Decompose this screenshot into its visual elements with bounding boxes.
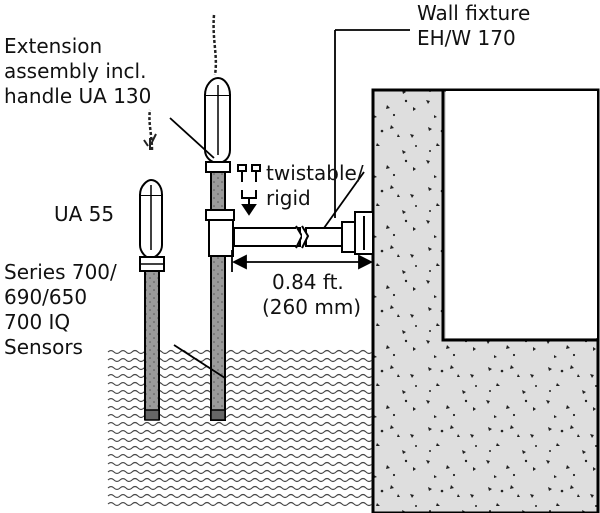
- water-wave-line: [107, 429, 373, 435]
- water-wave-line: [107, 461, 373, 467]
- water-wave-line: [107, 445, 373, 451]
- sensors-label: Series 700/ 690/650 700 IQ Sensors: [4, 260, 123, 359]
- water-wave-line: [107, 421, 373, 427]
- extension-assembly-label: Extension assembly incl. handle UA 130: [4, 34, 153, 108]
- screw-icon: [237, 164, 261, 216]
- dimension-label: 0.84 ft. (260 mm): [262, 270, 361, 319]
- water-wave-line: [107, 469, 373, 475]
- water-wave-line: [107, 453, 373, 459]
- twistable-rigid-label: twistable/ rigid: [266, 161, 370, 210]
- ua55-label: UA 55: [54, 202, 114, 226]
- water-wave-line: [107, 485, 373, 491]
- concrete-wall: [371, 88, 600, 513]
- leader-lines: [169, 29, 410, 379]
- dimension-line: [231, 250, 374, 272]
- water-wave-line: [107, 501, 373, 507]
- wall-fixture-label: Wall fixture EH/W 170: [417, 1, 537, 50]
- water-wave-line: [107, 437, 373, 443]
- wall-fixture-arm: [205, 209, 374, 257]
- ua55-sensor: [139, 109, 165, 421]
- water-wave-line: [107, 493, 373, 499]
- water-wave-line: [107, 477, 373, 483]
